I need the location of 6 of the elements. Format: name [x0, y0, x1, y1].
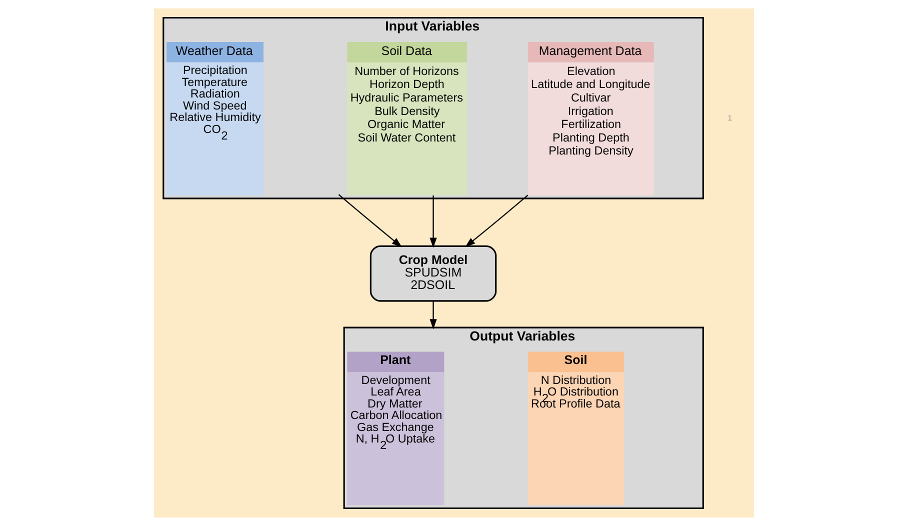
- label: 1: [727, 114, 732, 123]
- node-box: Crop Model SPUDSIM 2DSOIL: [369, 245, 496, 302]
- arrow: [429, 195, 436, 248]
- arrow: [464, 194, 528, 248]
- arrow: [429, 301, 436, 330]
- arrow: [338, 194, 402, 248]
